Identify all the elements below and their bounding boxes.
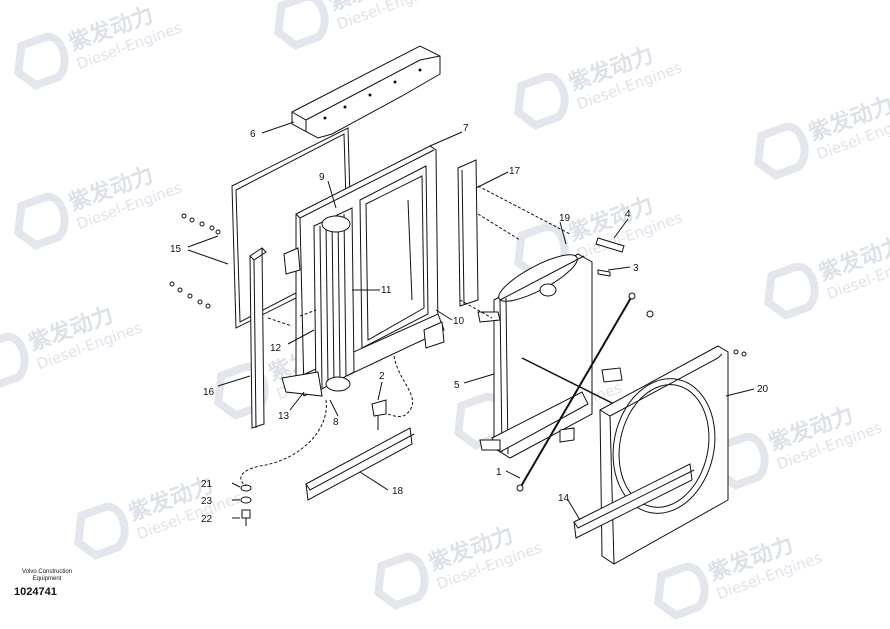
assembly-guide-lines — [240, 185, 571, 487]
part-13-lower-bracket — [281, 247, 323, 397]
callout-19: 19 — [559, 213, 571, 224]
watermark-logo-icon — [14, 32, 69, 90]
part-22-plug — [241, 509, 251, 526]
callout-leaders — [187, 121, 755, 521]
callout-6: 6 — [250, 129, 256, 140]
callout-23: 23 — [201, 496, 213, 507]
part-14-shroud-strip — [573, 463, 695, 539]
callout-14: 14 — [558, 493, 570, 504]
callout-18: 18 — [392, 486, 404, 497]
callout-8: 8 — [333, 417, 339, 428]
part-4-spring-clip — [595, 237, 654, 318]
callout-22: 22 — [201, 514, 213, 525]
callout-21: 21 — [201, 479, 213, 490]
watermark-logo-icon — [714, 432, 769, 490]
part-17-side-strip — [457, 159, 479, 307]
watermark-logo-icon — [754, 122, 809, 180]
footer-brand-line2: Equipment — [32, 576, 62, 582]
footer-brand-line1: Volvo Construction — [21, 569, 73, 575]
part-2-drain-valve — [371, 399, 387, 430]
watermark-logo-icon — [74, 502, 129, 560]
callout-12: 12 — [270, 343, 282, 354]
callout-10: 10 — [453, 316, 465, 327]
callout-13: 13 — [278, 411, 290, 422]
part-11-oil-cooler — [313, 207, 355, 393]
callout-9: 9 — [319, 172, 325, 183]
watermark-logo-icon — [0, 332, 29, 390]
callout-7: 7 — [463, 123, 469, 134]
watermark-logo-icon — [14, 192, 69, 250]
part-23-seal — [240, 496, 252, 504]
watermark-logo-icon — [374, 552, 429, 610]
watermark-logo-icon — [514, 72, 569, 130]
part-16-side-strip — [249, 247, 267, 429]
part-code: 1024741 — [14, 586, 57, 598]
watermark-logo-icon — [764, 262, 819, 320]
callout-17: 17 — [509, 166, 521, 177]
part-18-base-strip — [305, 427, 415, 501]
callout-2: 2 — [379, 371, 385, 382]
part-21-washer — [240, 484, 252, 492]
callout-16: 16 — [203, 387, 215, 398]
callout-11: 11 — [381, 285, 392, 296]
callout-labels: 1 2 3 4 5 6 7 8 9 10 11 12 13 14 15 16 1… — [170, 123, 769, 525]
callout-20: 20 — [757, 384, 769, 395]
part-6-top-cover — [291, 45, 441, 139]
watermark-logo-icon — [274, 0, 329, 50]
part-15-bolts — [169, 213, 221, 309]
footer-brand: Volvo Construction Equipment — [12, 569, 82, 583]
callout-1: 1 — [496, 467, 502, 478]
callout-4: 4 — [625, 209, 631, 220]
callout-3: 3 — [633, 263, 639, 274]
callout-15: 15 — [170, 244, 182, 255]
callout-5: 5 — [454, 380, 460, 391]
watermark-logo-icon — [654, 562, 709, 620]
